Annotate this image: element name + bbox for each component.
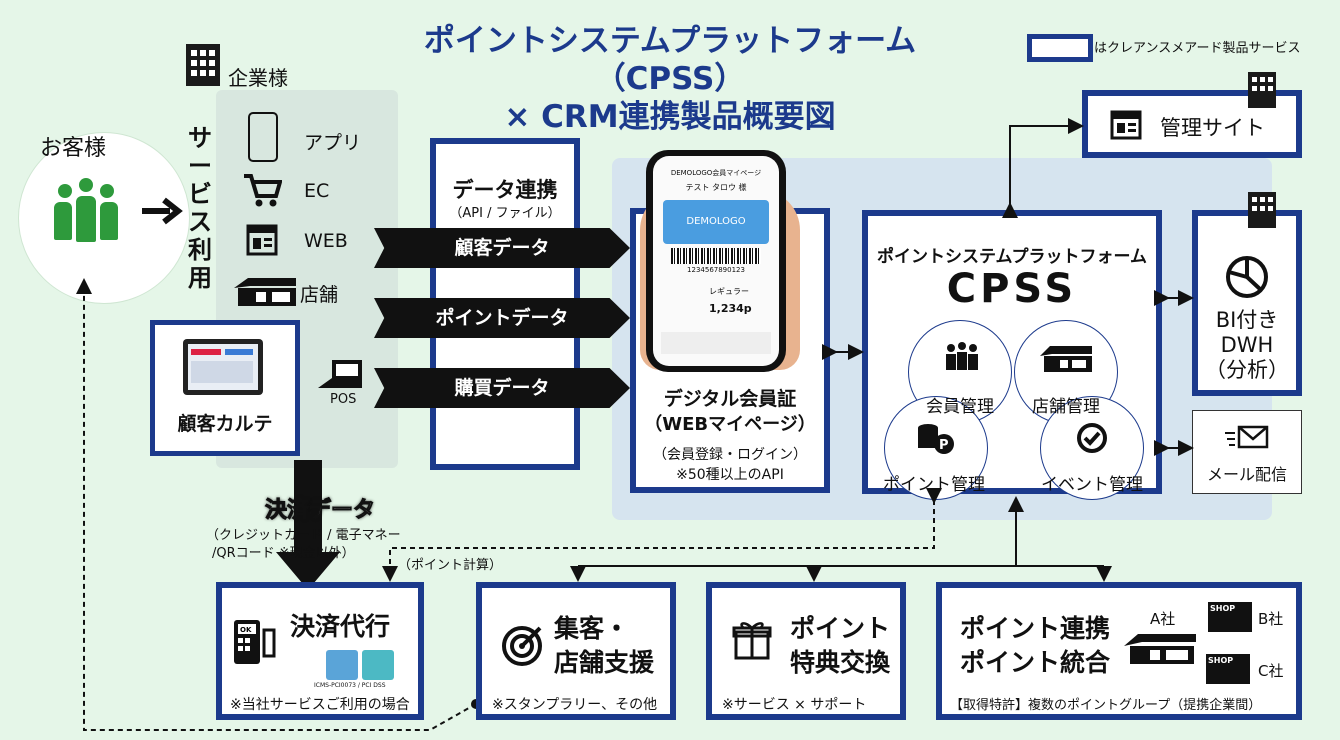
payment-data-line1: （クレジットカード / 電子マネー [206, 528, 401, 543]
karte-label: 顧客カルテ [177, 413, 273, 435]
rank-value: レギュラー [709, 287, 749, 296]
cpss-subtitle: ポイントシステムプラットフォーム [877, 247, 1147, 267]
tablet-icon [183, 339, 263, 395]
customer-label: お客様 [40, 136, 107, 161]
member-note1: （会員登録・ログイン） [653, 447, 807, 463]
integration-title1: ポイント連携 [960, 614, 1111, 643]
payment-terminal-icon: OK [234, 620, 276, 664]
pci-badge [362, 650, 394, 680]
check-circle-icon [1077, 423, 1107, 453]
company-c: C社 [1258, 662, 1284, 680]
marketing-support-box: 集客・ 店舗支援 ※スタンプラリー、その他 [476, 582, 676, 720]
cpss-name: CPSS [946, 266, 1078, 312]
exchange-title1: ポイント [790, 614, 891, 643]
integration-title2: ポイント統合 [960, 648, 1111, 677]
payment-data-title: 決済データ [264, 498, 375, 524]
pos-label: POS [330, 392, 357, 407]
point-exchange-box: ポイント 特典交換 ※サービス × サポート [706, 582, 906, 720]
event-mgmt-circle [1040, 396, 1144, 500]
mail-box: メール配信 [1192, 410, 1302, 494]
phone-name: テスト タロウ 様 [685, 183, 747, 192]
phone-image: DEMOLOGO会員マイページ テスト タロウ 様 DEMOLOGO 12345… [646, 150, 786, 372]
mail-icon [1225, 425, 1269, 449]
store-icon [234, 278, 296, 306]
store-icon [1124, 634, 1196, 664]
customer-karte: 顧客カルテ [150, 320, 300, 456]
event-mgmt-label: イベント管理 [1041, 475, 1143, 495]
arrow-point-data: ポイントデータ [374, 298, 630, 338]
channel-app: アプリ [304, 132, 362, 154]
arrow-purchase-data: 購買データ [374, 368, 630, 408]
barcode [671, 248, 761, 264]
webpage-icon [246, 224, 278, 256]
payment-note: ※当社サービスご利用の場合 [230, 697, 410, 713]
building-icon [186, 44, 220, 86]
bi-dwh-box: BI付き DWH （分析） [1192, 210, 1302, 396]
member-title2: （WEBマイページ） [644, 414, 816, 435]
shop-b-icon: SHOP [1208, 602, 1252, 632]
dwh-line2: DWH [1220, 333, 1274, 357]
exchange-note: ※サービス × サポート [722, 697, 867, 713]
shop-c-icon: SHOP [1206, 654, 1250, 684]
data-link-title: データ連携 [452, 178, 558, 202]
webpage-icon [1110, 110, 1142, 140]
point-integration-box: ポイント連携 ポイント統合 A社 SHOP B社 SHOP C社 【取得特許】複… [936, 582, 1302, 720]
cert-badge-text: ICMS-PCI0073 / PCI DSS [314, 682, 386, 689]
dwh-line1: BI付き [1215, 308, 1279, 332]
member-title1: デジタル会員証 [663, 388, 797, 410]
service-use-label: サービ ス利用 [188, 124, 212, 292]
point-calc-label: （ポイント計算） [398, 558, 503, 573]
svg-text:P: P [939, 438, 949, 453]
title-line2: × CRM連携製品概要図 [504, 99, 836, 135]
company-a: A社 [1150, 610, 1176, 628]
exchange-title2: 特典交換 [790, 648, 891, 677]
member-card: DEMOLOGO [663, 200, 769, 244]
building-icon [1248, 192, 1276, 228]
customers-icon [54, 178, 118, 244]
cart-icon [244, 174, 282, 207]
legend-swatch [1027, 34, 1093, 62]
channel-store: 店舗 [300, 284, 339, 306]
store-mgmt-label: 店舗管理 [1032, 397, 1100, 417]
building-icon [1248, 72, 1276, 108]
data-link-sub: （API / ファイル） [449, 206, 561, 221]
points-value: 1,234p [709, 302, 752, 315]
barcode-number: 1234567890123 [687, 266, 745, 274]
payment-agency-title: 決済代行 [290, 612, 391, 641]
title-line1: ポイントシステムプラットフォーム（CPSS） [423, 23, 917, 97]
svg-text:OK: OK [240, 626, 252, 634]
member-note2: ※50種以上のAPI [676, 467, 784, 483]
mail-label: メール配信 [1206, 465, 1287, 484]
pie-chart-icon [1226, 256, 1268, 298]
phone-header: DEMOLOGO会員マイページ [670, 169, 762, 177]
integration-note: 【取得特許】複数のポイントグループ（提携企業間） [950, 698, 1262, 713]
dwh-line3: （分析） [1205, 358, 1289, 382]
store-icon [1040, 346, 1092, 372]
target-icon [502, 626, 542, 666]
smartphone-icon [248, 112, 278, 162]
legend-text: はクレアンスメアード製品サービス [1094, 41, 1301, 56]
arrow-customer-data: 顧客データ [374, 228, 630, 268]
members-icon [946, 342, 978, 370]
member-mgmt-label: 会員管理 [926, 397, 994, 417]
marketing-title2: 店舗支援 [554, 648, 655, 677]
page-title: ポイントシステムプラットフォーム（CPSS） × CRM連携製品概要図 [360, 22, 980, 136]
marketing-note: ※スタンプラリー、その他 [492, 697, 658, 713]
arrow-right-icon [142, 197, 183, 225]
payment-agency-box: OK 決済代行 ICMS-PCI0073 / PCI DSS ※当社サービスご利… [216, 582, 424, 720]
marketing-title1: 集客・ [554, 614, 630, 643]
icms-badge [326, 650, 358, 680]
company-label: 企業様 [228, 66, 288, 90]
payment-data-line2: /QRコード ※現金以外） [212, 546, 355, 561]
gift-icon [732, 622, 772, 660]
channel-ec: EC [304, 180, 330, 202]
channel-web: WEB [304, 230, 348, 252]
company-b: B社 [1258, 610, 1284, 628]
point-coins-icon: P [918, 424, 954, 454]
admin-site-label: 管理サイト [1160, 116, 1265, 140]
pos-icon [318, 360, 362, 388]
